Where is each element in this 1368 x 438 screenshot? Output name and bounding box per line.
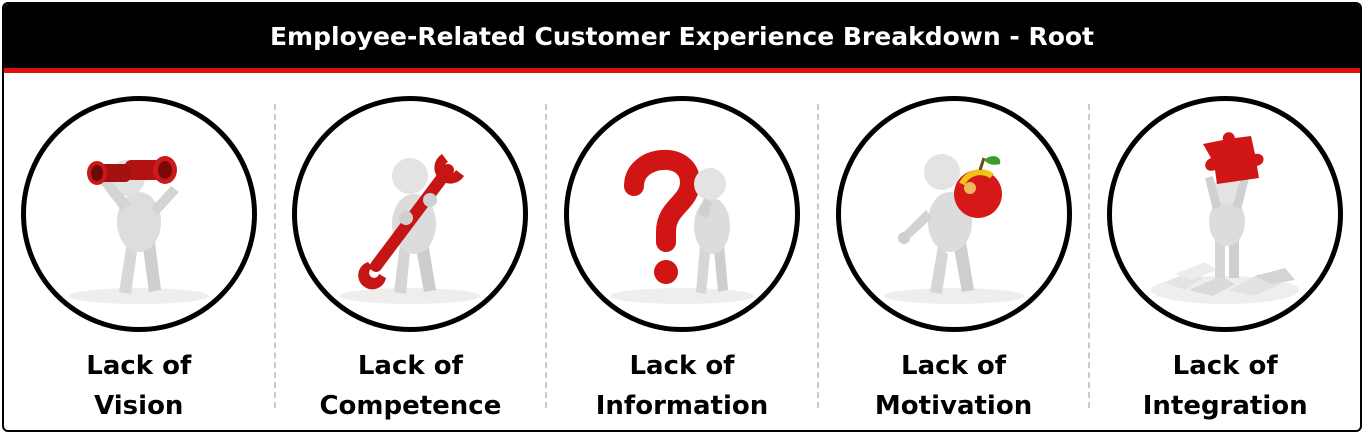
wrench-figure-icon — [340, 154, 481, 304]
label-motivation-line1: Lack of — [901, 351, 1007, 381]
label-motivation: Lack of Motivation — [875, 346, 1032, 426]
diagram-frame: Employee-Related Customer Experience Bre… — [2, 2, 1362, 432]
panel-motivation: Lack of Motivation — [819, 74, 1089, 430]
divider — [1088, 104, 1091, 408]
label-vision-line2: Vision — [94, 391, 184, 421]
panel-information: Lack of Information — [547, 74, 817, 430]
label-information-line1: Lack of — [629, 351, 735, 381]
panels-row: Lack of Vision — [4, 74, 1360, 430]
label-competence-line2: Competence — [319, 391, 502, 421]
question-mark-figure-icon — [609, 149, 754, 304]
header-accent-rule — [4, 68, 1360, 73]
circle-vision — [20, 96, 257, 332]
divider — [545, 104, 548, 408]
panel-integration: Lack of Integration — [1090, 74, 1360, 430]
label-integration-line1: Lack of — [1172, 351, 1278, 381]
binoculars-figure-icon — [68, 156, 209, 304]
circle-motivation — [835, 96, 1072, 332]
label-competence-line1: Lack of — [357, 351, 463, 381]
divider — [816, 104, 819, 408]
divider — [273, 104, 276, 408]
circle-competence — [292, 96, 529, 332]
diagram-title: Employee-Related Customer Experience Bre… — [269, 21, 1094, 51]
label-motivation-line2: Motivation — [874, 391, 1033, 421]
apple-figure-icon — [883, 154, 1024, 304]
panel-competence: Lack of Competence — [276, 74, 546, 430]
label-vision: Lack of Vision — [86, 346, 191, 426]
puzzle-piece-figure-icon — [1151, 132, 1300, 304]
label-competence: Lack of Competence — [319, 346, 501, 426]
label-vision-line1: Lack of — [86, 351, 192, 381]
circle-information — [563, 96, 800, 332]
header-bar: Employee-Related Customer Experience Bre… — [4, 4, 1360, 68]
circle-integration — [1107, 96, 1344, 332]
label-information: Lack of Information — [596, 346, 769, 426]
label-information-line2: Information — [595, 391, 769, 421]
panel-vision: Lack of Vision — [4, 74, 274, 430]
label-integration: Lack of Integration — [1143, 346, 1308, 426]
label-integration-line2: Integration — [1142, 391, 1308, 421]
